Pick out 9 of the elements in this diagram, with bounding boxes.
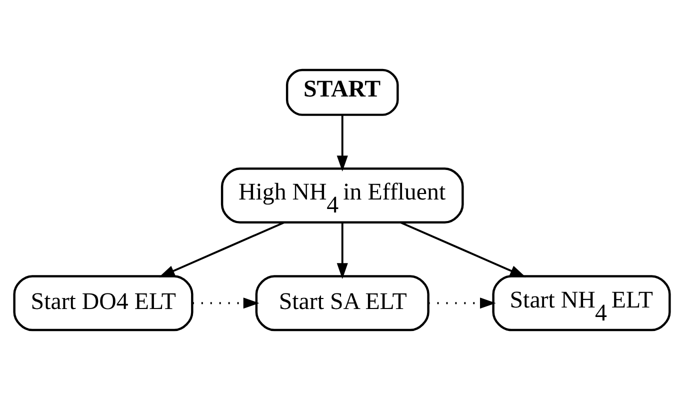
- arrow: [428, 298, 496, 309]
- arrow: [192, 298, 260, 309]
- arrow: [158, 222, 284, 278]
- node-box: START: [286, 68, 399, 116]
- arrow: [400, 222, 526, 278]
- node-box: Start SA ELT: [255, 275, 430, 332]
- arrow: [336, 222, 348, 280]
- arrow: [336, 115, 348, 172]
- node-box: Start DO4 ELT: [13, 275, 194, 332]
